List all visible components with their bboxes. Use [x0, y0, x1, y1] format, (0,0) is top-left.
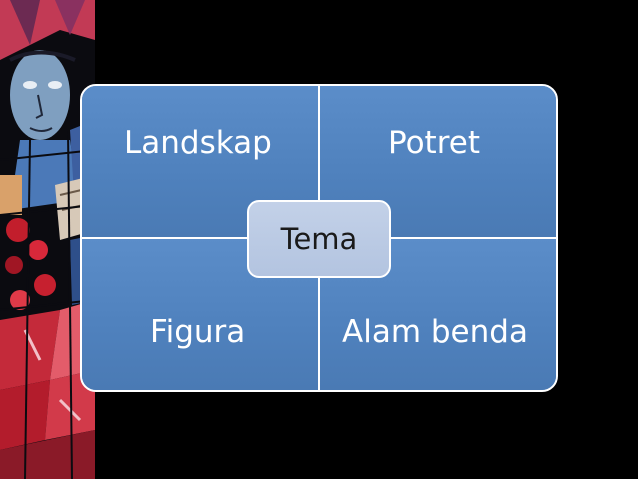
- quadrant-label-figura: Figura: [150, 314, 246, 350]
- quadrant-label-potret: Potret: [388, 125, 481, 161]
- quadrant-label-alam-benda: Alam benda: [342, 314, 528, 350]
- center-box: Tema: [247, 200, 391, 278]
- center-label: Tema: [280, 222, 358, 256]
- quadrant-label-landskap: Landskap: [124, 125, 272, 161]
